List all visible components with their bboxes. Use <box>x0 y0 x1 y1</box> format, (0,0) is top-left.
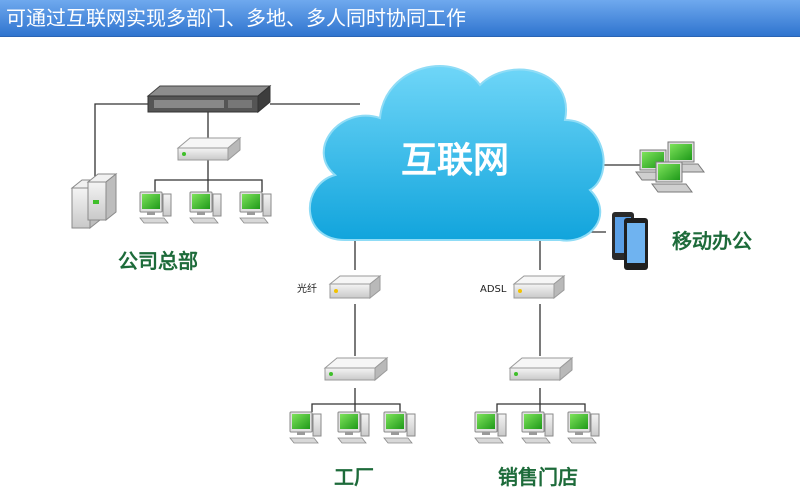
computer-icon <box>189 191 222 224</box>
computer-icon <box>474 411 507 444</box>
modem-icon <box>513 275 565 299</box>
switch-icon <box>324 357 388 381</box>
connection-lines <box>94 103 640 412</box>
router-icon <box>146 84 272 114</box>
cloud-label: 互联网 <box>401 140 509 181</box>
modem-icon <box>329 275 381 299</box>
switch-icon <box>177 137 241 161</box>
fiber-link-label: 光纤 <box>297 282 317 295</box>
phone-icon <box>612 212 648 270</box>
server-icon <box>70 172 118 230</box>
store-label: 销售门店 <box>498 465 578 489</box>
computer-icon <box>567 411 600 444</box>
adsl-link-label: ADSL <box>480 284 507 295</box>
hq-label: 公司总部 <box>118 249 198 273</box>
computer-icon <box>521 411 554 444</box>
page-title: 可通过互联网实现多部门、多地、多人同时协同工作 <box>6 6 466 30</box>
title-bar: 可通过互联网实现多部门、多地、多人同时协同工作 <box>0 0 800 37</box>
factory-label: 工厂 <box>334 465 374 489</box>
switch-icon <box>509 357 573 381</box>
computer-icon <box>289 411 322 444</box>
computer-icon <box>337 411 370 444</box>
computer-icon <box>383 411 416 444</box>
computer-icon <box>139 191 172 224</box>
mobile-office-label: 移动办公 <box>672 229 752 253</box>
computer-icon <box>239 191 272 224</box>
cloud-icon <box>309 65 605 242</box>
